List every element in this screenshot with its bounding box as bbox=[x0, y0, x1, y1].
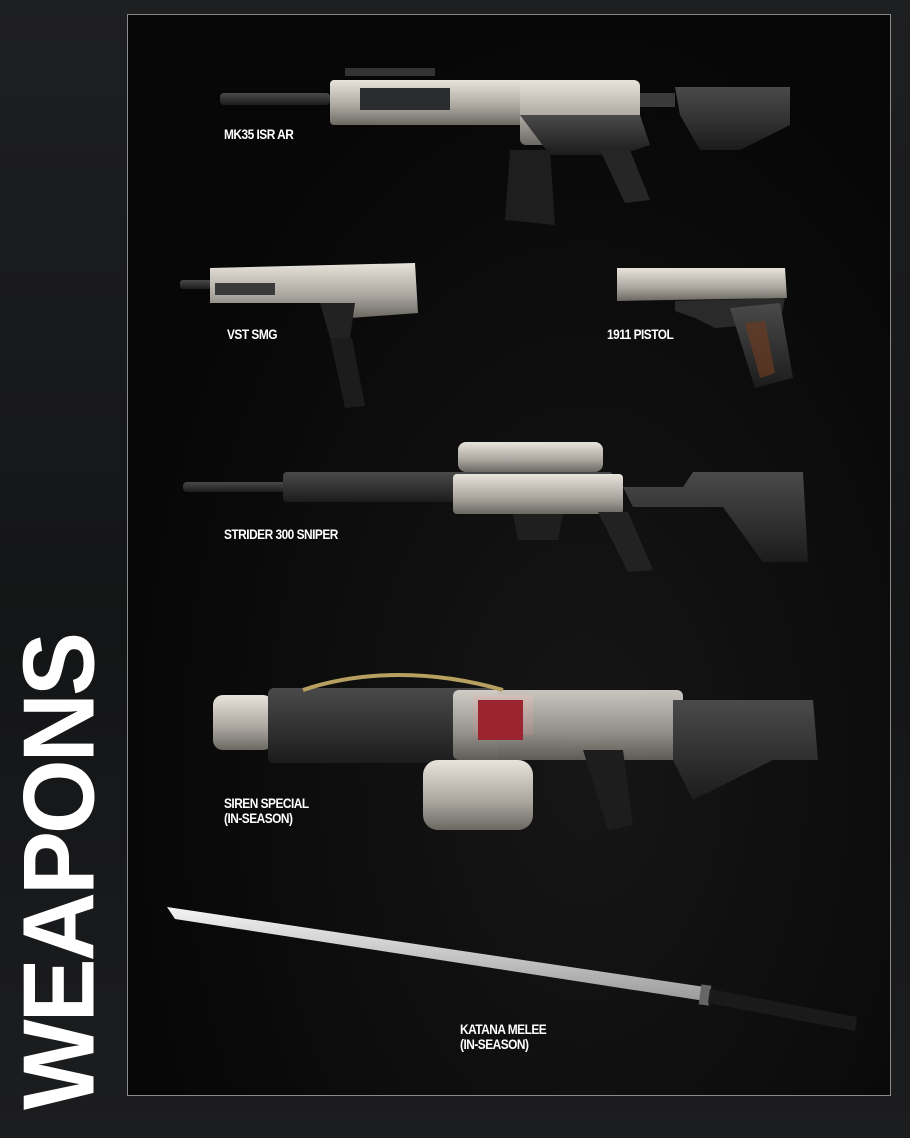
katana-melee-image bbox=[167, 907, 857, 1031]
strider-300-sniper-label: STRIDER 300 SNIPER bbox=[224, 526, 338, 542]
siren-special-note: (IN-SEASON) bbox=[224, 810, 293, 826]
mk35-isr-ar-label: MK35 ISR AR bbox=[224, 126, 294, 142]
strider-300-sniper-image bbox=[183, 442, 808, 572]
siren-special-image bbox=[213, 673, 818, 830]
weapons-title: WEAPONS bbox=[3, 634, 116, 1110]
mk35-isr-ar-image bbox=[220, 68, 790, 225]
katana-melee-name: KATANA MELEE bbox=[460, 1021, 547, 1037]
1911-pistol-label: 1911 PISTOL bbox=[607, 326, 674, 342]
vst-smg-label: VST SMG bbox=[227, 326, 277, 342]
siren-special-name: SIREN SPECIAL bbox=[224, 795, 309, 811]
katana-melee-note: (IN-SEASON) bbox=[460, 1036, 529, 1052]
siren-special-label: SIREN SPECIAL (IN-SEASON) bbox=[224, 796, 309, 826]
1911-pistol-image bbox=[617, 268, 793, 388]
vst-smg-image bbox=[180, 263, 418, 408]
katana-melee-label: KATANA MELEE (IN-SEASON) bbox=[460, 1021, 547, 1052]
